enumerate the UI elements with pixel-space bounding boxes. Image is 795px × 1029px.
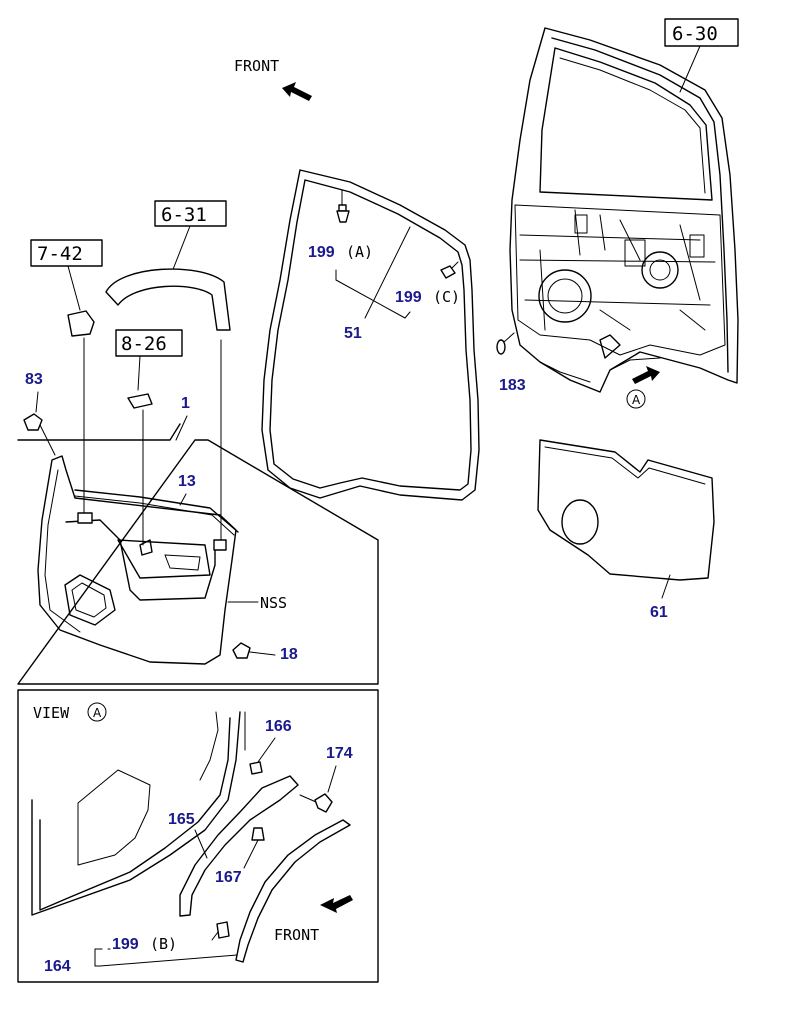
view-a-label-letter: A <box>93 706 102 720</box>
screw-174-icon <box>314 793 333 813</box>
view-a-marker-letter: A <box>632 393 641 407</box>
clip-199c-icon <box>440 261 459 279</box>
part-167: 167 <box>215 869 242 886</box>
ref-box-7-42 <box>30 239 103 267</box>
part-183: 183 <box>499 377 526 394</box>
ref-7-42: 7-42 <box>37 243 83 265</box>
view-a-box: VIEW A 166 174 165 167 199 (B) <box>17 689 379 983</box>
leader-199 <box>335 269 411 319</box>
part-1: 1 <box>181 395 190 412</box>
part-199b-suffix: (B) <box>150 935 177 953</box>
part-83: 83 <box>25 371 43 388</box>
part-18: 18 <box>280 646 298 663</box>
ref-6-31: 6-31 <box>161 204 207 226</box>
front-label-top: FRONT <box>234 57 279 75</box>
leader-164 <box>94 948 238 967</box>
part-199a: 199 <box>308 244 335 261</box>
door-frame: 6-30 <box>509 18 739 393</box>
part-199b: 199 <box>112 936 139 953</box>
part-166: 166 <box>265 718 292 735</box>
part-164: 164 <box>44 958 71 975</box>
weatherstrip-51 <box>261 169 480 501</box>
part-13: 13 <box>178 473 196 490</box>
part-199a-suffix: (A) <box>346 243 373 261</box>
cap-8-26 <box>127 393 153 409</box>
ref-6-30: 6-30 <box>672 23 718 45</box>
part-199c-suffix: (C) <box>433 288 460 306</box>
clip-199a-icon <box>336 189 350 223</box>
clip-199b-icon <box>216 921 230 939</box>
front-arrow-bottom <box>320 895 353 913</box>
view-a-label: VIEW <box>33 704 70 722</box>
part-61: 61 <box>650 604 668 621</box>
part-165: 165 <box>168 811 195 828</box>
ref-8-26: 8-26 <box>121 333 167 355</box>
part-199c: 199 <box>395 289 422 306</box>
trim-panel-box: 1 13 NSS 18 <box>17 395 379 685</box>
part-174: 174 <box>326 745 353 762</box>
front-arrow-top <box>282 82 312 101</box>
grip-handle <box>105 268 231 331</box>
part-51: 51 <box>344 325 362 342</box>
ref-box-8-26 <box>115 329 183 357</box>
screw-18-icon <box>232 642 251 659</box>
nss-label: NSS <box>260 594 287 612</box>
screw-83-icon <box>23 413 43 431</box>
clip-183-icon <box>496 339 506 355</box>
cap-7-42 <box>67 310 95 337</box>
view-a-arrow <box>632 366 660 384</box>
rail-164 <box>235 819 351 963</box>
view-a-marker <box>626 389 646 409</box>
sealing-sheet-61: 61 <box>537 439 715 621</box>
clip-166-icon <box>249 761 263 775</box>
front-label-bottom: FRONT <box>274 926 319 944</box>
rail-165 <box>179 775 299 917</box>
leader-51 <box>364 226 411 319</box>
clip-167-icon <box>251 827 265 841</box>
